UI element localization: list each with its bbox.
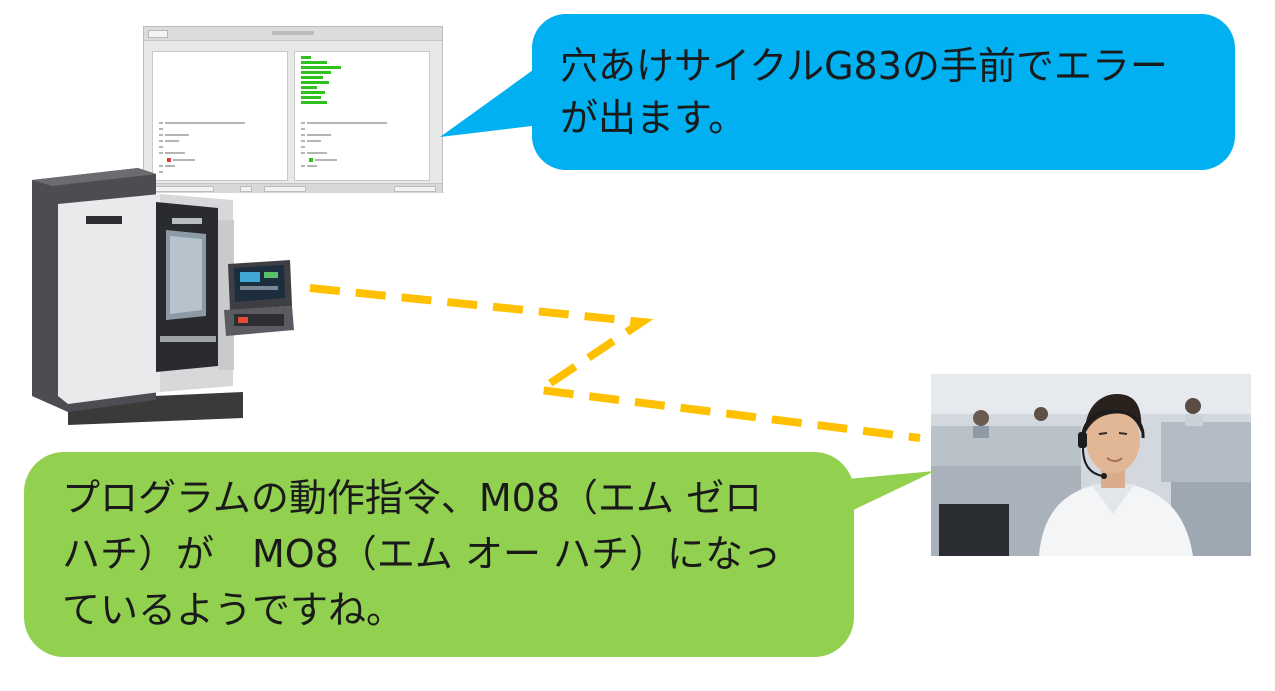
support-reply-bubble	[24, 452, 854, 657]
code-pane-left	[152, 51, 288, 181]
code-window-title	[272, 31, 314, 35]
error-marker	[167, 158, 171, 162]
program-code-window	[143, 26, 443, 193]
support-reply-message: プログラムの動作指令、M08（エム ゼロ ハチ）が MO8（エム オー ハチ）に…	[62, 476, 782, 632]
code-window-titlebar	[144, 27, 442, 41]
machine-error-message: 穴あけサイクルG83の手前でエラー が出ます。	[560, 44, 1168, 140]
blue-bubble-tail	[440, 65, 540, 137]
network-connection-line	[309, 284, 921, 442]
code-window-statusbar	[144, 183, 442, 193]
machine-error-bubble	[532, 14, 1235, 170]
code-window-button	[148, 30, 168, 38]
corrected-marker	[309, 158, 313, 162]
support-operator-photo	[931, 374, 1251, 556]
cnc-machine-icon	[32, 168, 294, 425]
code-pane-right	[294, 51, 430, 181]
